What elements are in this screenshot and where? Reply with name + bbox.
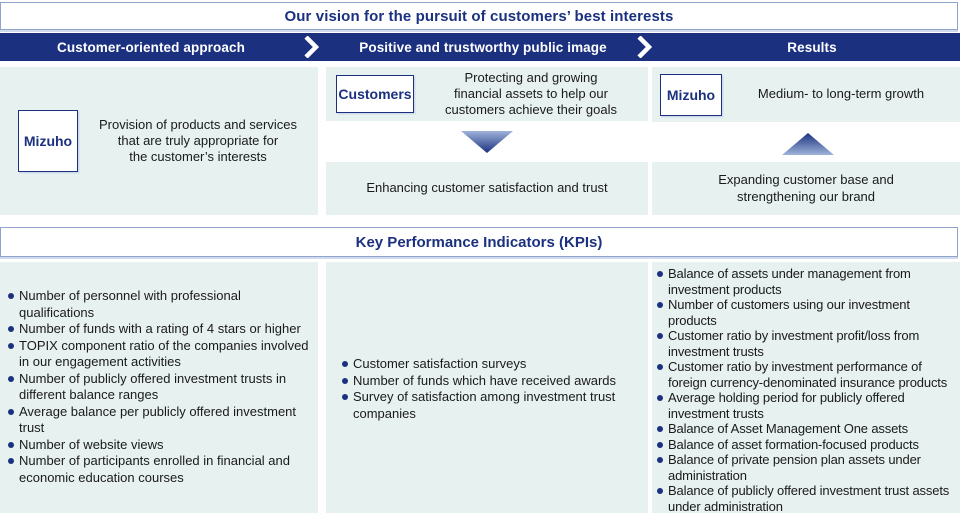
mizuho-entity-box: Mizuho	[18, 110, 78, 172]
mizuho-label: Mizuho	[666, 86, 716, 103]
chevron-right-icon	[637, 36, 652, 58]
customers-label: Customers	[338, 86, 412, 102]
kpi-item-text: Number of participants enrolled in finan…	[19, 453, 290, 485]
kpi-list-approach: Number of personnel with professional qu…	[0, 262, 318, 486]
mizuho-entity-box: Mizuho	[660, 73, 722, 116]
kpi-item: Balance of assets under management from …	[657, 266, 959, 297]
kpi-item-text: TOPIX component ratio of the companies i…	[19, 337, 309, 370]
page-title: Our vision for the pursuit of customers’…	[284, 7, 674, 25]
kpi-item-text: Balance of private pension plan assets u…	[668, 452, 921, 483]
public-image-outcome: Enhancing customer satisfaction and trus…	[366, 180, 608, 196]
kpi-list-results: Balance of assets under management from …	[652, 262, 960, 514]
kpi-item: Customer satisfaction surveys	[342, 356, 642, 373]
bullet-icon	[657, 364, 663, 370]
chevron-right-icon	[304, 36, 319, 58]
panel-customer-satisfaction: Enhancing customer satisfaction and trus…	[326, 162, 648, 215]
kpi-item-text: Balance of asset formation-focused produ…	[668, 436, 919, 452]
bullet-icon	[342, 394, 348, 400]
bullet-icon	[657, 271, 663, 277]
kpi-item-text: Balance of publicly offered investment t…	[668, 483, 950, 514]
results-outcome: Expanding customer base and strengthenin…	[718, 172, 894, 204]
kpi-item-text: Average holding period for publicly offe…	[668, 390, 905, 421]
bullet-icon	[657, 457, 663, 463]
kpi-item-text: Balance of Asset Management One assets	[668, 421, 908, 436]
kpi-item: Customer ratio by investment performance…	[657, 359, 959, 390]
kpi-item: Average holding period for publicly offe…	[657, 390, 959, 421]
kpi-item-text: Number of funds with a rating of 4 stars…	[19, 321, 301, 336]
bullet-icon	[342, 361, 348, 367]
kpi-item: Customer ratio by investment profit/loss…	[657, 328, 959, 359]
bullet-icon	[8, 293, 14, 299]
kpi-item-text: Number of publicly offered investment tr…	[19, 370, 287, 403]
kpi-item: Survey of satisfaction among investment …	[342, 389, 642, 422]
kpi-item: Number of customers using our investment…	[657, 297, 959, 328]
kpi-item-text: Customer ratio by investment profit/loss…	[668, 328, 920, 359]
page-title-box: Our vision for the pursuit of customers’…	[0, 2, 958, 30]
bullet-icon	[8, 342, 14, 349]
kpi-item: Balance of private pension plan assets u…	[657, 452, 959, 483]
approach-description: Provision of products and services that …	[99, 116, 297, 165]
up-arrow-icon	[782, 133, 834, 155]
kpi-item: Number of publicly offered investment tr…	[8, 371, 312, 404]
kpi-item: Balance of asset formation-focused produ…	[657, 437, 959, 453]
panel-growth: Mizuho Medium- to long-term growth	[652, 67, 960, 122]
bullet-icon	[657, 395, 663, 401]
customers-description: Protecting and growing financial assets …	[445, 69, 617, 118]
kpi-item: Number of personnel with professional qu…	[8, 288, 312, 321]
kpi-panel-customer-oriented-approach: Number of personnel with professional qu…	[0, 262, 318, 513]
panel-customers-goal: Customers Protecting and growing financi…	[326, 67, 648, 121]
bullet-icon	[342, 377, 348, 384]
mizuho-label: Mizuho	[23, 133, 73, 149]
kpi-item: Number of participants enrolled in finan…	[8, 453, 312, 486]
results-description: Medium- to long-term growth	[757, 86, 925, 102]
kpi-item: Number of funds which have received awar…	[342, 373, 642, 390]
kpi-item-text: Number of customers using our investment…	[668, 297, 910, 328]
bullet-icon	[657, 426, 663, 432]
kpi-heading: Key Performance Indicators (KPIs)	[355, 233, 603, 251]
bullet-icon	[657, 441, 663, 448]
kpi-item-text: Customer satisfaction surveys	[353, 356, 527, 371]
bullet-icon	[657, 302, 663, 308]
kpi-item: Average balance per publicly offered inv…	[8, 404, 312, 437]
kpi-item: Balance of Asset Management One assets	[657, 421, 959, 437]
bullet-icon	[657, 488, 663, 494]
bullet-icon	[8, 441, 14, 448]
bullet-icon	[657, 333, 663, 339]
customers-entity-box: Customers	[336, 75, 414, 113]
kpi-item: Balance of publicly offered investment t…	[657, 483, 959, 514]
panel-customer-oriented-approach: Mizuho Provision of products and service…	[0, 67, 318, 215]
kpi-item-text: Average balance per publicly offered inv…	[19, 403, 297, 436]
kpi-item-text: Number of website views	[19, 436, 164, 452]
kpi-item-text: Number of personnel with professional qu…	[19, 288, 241, 320]
kpi-item-text: Balance of assets under management from …	[668, 266, 911, 297]
flow-stage-bar: Customer-oriented approach Positive and …	[0, 33, 960, 61]
kpi-item-text: Customer ratio by investment performance…	[668, 359, 948, 390]
kpi-item: Number of funds with a rating of 4 stars…	[8, 321, 312, 338]
kpi-item: TOPIX component ratio of the companies i…	[8, 338, 312, 371]
stage-public-image: Positive and trustworthy public image	[359, 39, 607, 55]
kpi-item-text: Number of funds which have received awar…	[353, 372, 617, 388]
bullet-icon	[8, 408, 14, 415]
kpi-heading-box: Key Performance Indicators (KPIs)	[0, 227, 958, 257]
bullet-icon	[8, 458, 14, 464]
down-arrow-icon	[461, 131, 513, 153]
bullet-icon	[8, 326, 14, 332]
stage-customer-oriented-approach: Customer-oriented approach	[57, 39, 245, 55]
panel-customer-base: Expanding customer base and strengthenin…	[652, 162, 960, 215]
bullet-icon	[8, 375, 14, 382]
kpi-item-text: Survey of satisfaction among investment …	[353, 389, 616, 421]
kpi-item: Number of website views	[8, 437, 312, 454]
stage-results: Results	[787, 39, 837, 55]
kpi-panel-results: Balance of assets under management from …	[652, 262, 960, 514]
